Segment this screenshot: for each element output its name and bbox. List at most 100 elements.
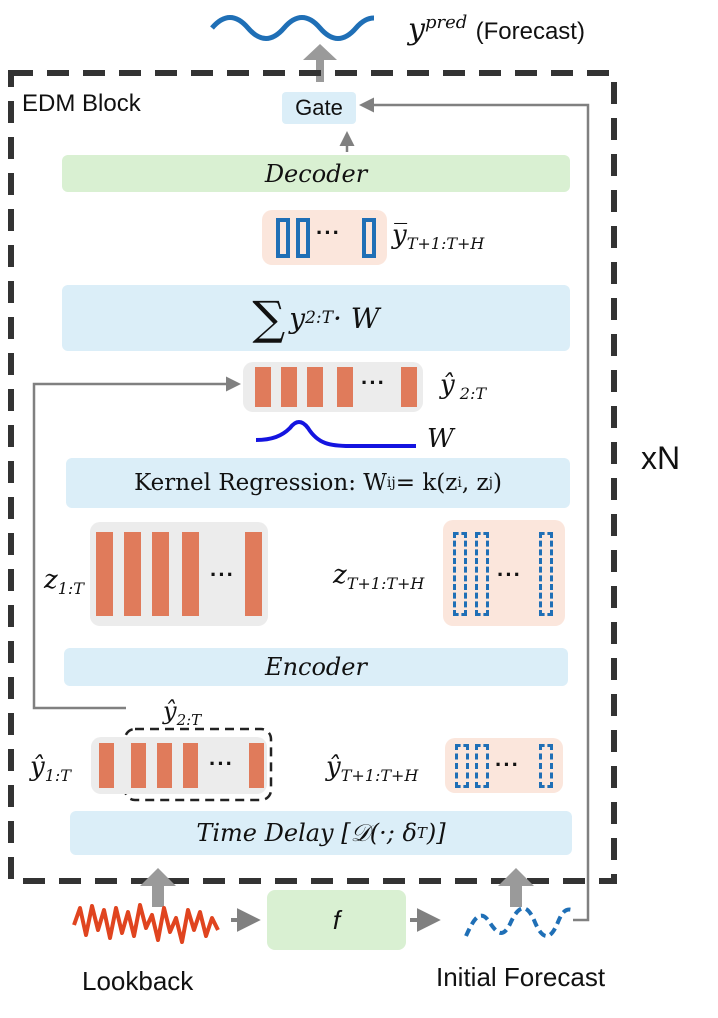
gate-label: Gate [295,95,343,120]
yhat-2T-box-label: ŷ2:T [163,697,201,729]
yhat-future-base: ŷ [326,752,341,782]
gate-block: Gate [282,92,356,124]
y-pred-symbol: y [408,12,425,47]
output-label: ypred (Forecast) [408,12,585,47]
ybar-cell-2 [296,218,310,258]
yhat-1T-ellipsis: ··· [209,751,234,776]
z-left-ellipsis: ··· [210,562,235,587]
time-delay-sub: T [416,824,427,842]
sum-y: y [289,301,306,335]
yhat-2T-cell-3 [307,367,323,407]
kernel-rest: = k(z [395,470,458,496]
ybar-label: y̅T+1:T+H [392,220,484,253]
forecaster-f-block: f [267,890,406,950]
z-right-cell-last [539,532,553,616]
kernel-sub-j: j [488,475,493,491]
yhat-2T-cell-last [401,367,417,407]
yhat-1T-cell-1 [99,743,114,788]
forecast-up-arrow [498,868,534,907]
yhat-2T-box-base: ŷ [163,697,177,725]
yhat-2T-container: ··· [243,362,423,412]
z-right-cell-2 [475,532,489,616]
yhat-2T-cell-2 [281,367,297,407]
yhat-1T-sub: 1:T [44,766,71,786]
decoder-block: Decoder [62,155,570,192]
yhat-future-ellipsis: ··· [495,752,520,777]
z-right-label: zT+1:T+H [333,560,424,593]
ybar-ellipsis: ··· [316,220,341,245]
z-left-container: ··· [90,522,268,626]
z-left-sub: 1:T [57,579,84,599]
yhat-1T-cell-2 [131,743,146,788]
output-wave [210,15,375,41]
encoder-block: Encoder [64,648,568,686]
sum-rest: · W [332,301,380,335]
z-right-sub: T+1:T+H [346,574,425,594]
ybar-base: y̅ [392,220,407,250]
kernel-sub-ij: ij [386,475,396,491]
y-pred-superscript: pred [424,12,468,33]
forecast-label: (Forecast) [475,18,585,45]
sigma-symbol: ∑ [252,291,286,345]
kernel-prefix: Kernel Regression: W [134,470,387,496]
z-right-cell-1 [453,532,467,616]
delay-feedback-line [32,376,241,710]
ybar-output-container: ··· [262,210,387,265]
yhat-1T-base: ŷ [30,752,45,782]
initial-forecast-series [464,906,573,938]
f-label: f [332,904,341,935]
kernel-close: ) [492,470,502,496]
yhat-future-sub: T+1:T+H [340,766,419,786]
sum-sub: 2:T [305,308,333,328]
yhat-1T-container: ··· [91,737,267,794]
output-arrow [303,44,337,82]
kernel-curve [255,420,416,448]
yhat-future-cell-1 [455,744,469,788]
kernel-comma: , z [461,470,489,496]
z-left-cell-1 [96,532,113,616]
z-left-label: z1:T [44,565,84,598]
yhat-2T-box-sub: 2:T [176,710,202,729]
lookback-label: Lookback [82,966,194,996]
yhat-future-label: ŷT+1:T+H [326,752,418,785]
yhat-future-container: ··· [445,738,563,793]
yhat-1T-cell-3 [157,743,172,788]
encoder-label: Encoder [265,653,367,681]
time-delay-close: )] [426,819,446,847]
z-right-ellipsis: ··· [497,562,522,587]
decoder-label: Decoder [264,159,368,188]
yhat-1T-label: ŷ1:T [30,752,71,785]
time-delay-label: Time Delay [𝒟(·; δ [196,819,417,847]
kernel-weight-label: W [427,424,454,454]
edm-block-label: EDM Block [22,90,141,117]
yhat-1T-cell-4 [183,743,198,788]
z-left-cell-last [245,532,262,616]
z-left-cell-2 [124,532,141,616]
initial-forecast-label: Initial Forecast [436,962,606,992]
yhat-future-cell-last [539,744,553,788]
yhat-2T-label: ŷ 2:T [440,370,486,403]
yhat-1T-cell-last [249,743,264,788]
yhat-2T-cell-1 [255,367,271,407]
lookback-up-arrow [140,868,176,907]
z-right-container: ··· [443,520,565,626]
yhat-2T-sub: 2:T [454,384,487,404]
kernel-sub-i: i [457,475,462,491]
skip-connection-line [359,97,590,922]
z-left-cell-3 [152,532,169,616]
ybar-cell-last [362,218,376,258]
z-left-cell-4 [182,532,199,616]
yhat-2T-ellipsis: ··· [361,370,386,395]
z-right-base: z [333,560,347,590]
z-left-base: z [44,565,58,595]
edm-block-border [8,70,617,884]
ybar-sub: T+1:T+H [406,234,485,254]
repeat-label: xN [641,440,681,476]
yhat-future-cell-2 [475,744,489,788]
yhat-2T-cell-4 [337,367,353,407]
lookback-series [72,903,220,944]
